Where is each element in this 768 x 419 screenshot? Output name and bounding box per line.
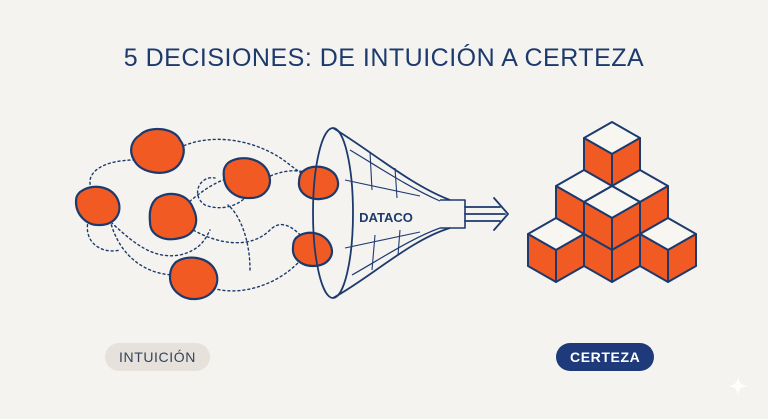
sparkle-icon [728, 376, 748, 396]
blob [291, 231, 333, 268]
intuition-label: INTUICIÓN [105, 343, 210, 371]
blob [74, 185, 121, 227]
blob [130, 127, 185, 174]
blob [148, 192, 198, 241]
blob [297, 165, 340, 201]
certainty-cube-stack [527, 121, 697, 283]
certainty-label: CERTEZA [556, 343, 655, 371]
funnel-label: DATACO [359, 210, 413, 225]
intuition-blobs [74, 127, 340, 301]
blob [168, 256, 219, 301]
cube [527, 217, 585, 283]
arrow-icon [464, 197, 509, 231]
blob [222, 157, 271, 200]
diagram-title: 5 DECISIONES: DE INTUICIÓN A CERTEZA [123, 44, 645, 72]
cube [583, 233, 641, 283]
cube [639, 217, 697, 283]
